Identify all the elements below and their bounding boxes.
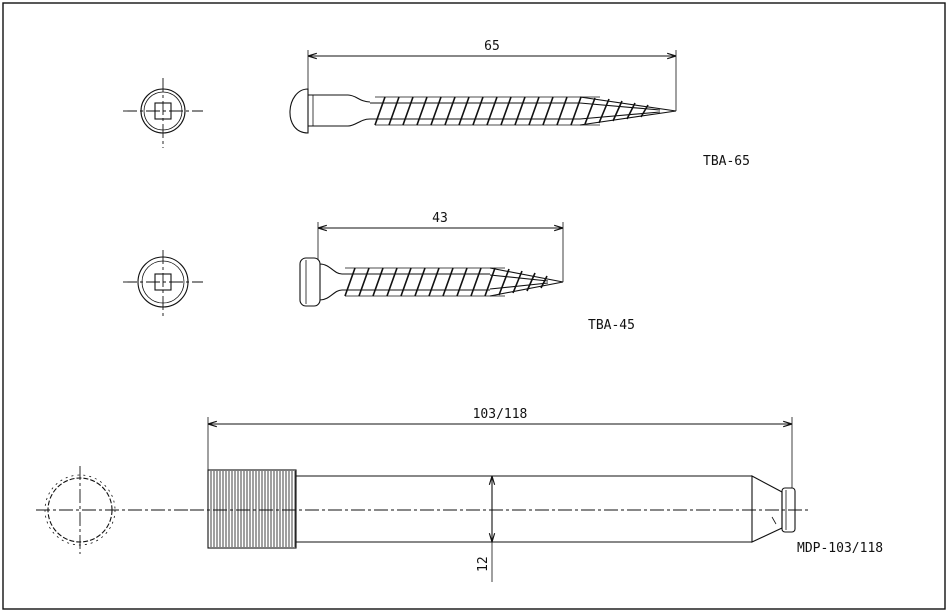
screw-tba45-end-view (123, 250, 203, 318)
part-label-tba65: TBA-65 (703, 154, 750, 169)
part-label-tba45: TBA-45 (588, 318, 635, 333)
screw-tba45-side-view (299, 257, 564, 307)
part-label-mdp: MDP-103/118 (797, 541, 883, 556)
dimension-label-mdp-length: 103/118 (473, 407, 528, 422)
dowel-side-view (36, 469, 808, 582)
dimension-label-mdp-diameter: 12 (476, 556, 491, 572)
dimension-length-tba45 (317, 222, 564, 282)
dimension-length-tba65 (307, 50, 677, 111)
screw-tba65-side-view (289, 88, 677, 134)
dimension-label-tba65: 65 (484, 39, 500, 54)
dimension-label-tba45: 43 (432, 211, 448, 226)
screw-tba65-end-view (123, 78, 203, 148)
dimension-length-mdp (207, 417, 793, 488)
